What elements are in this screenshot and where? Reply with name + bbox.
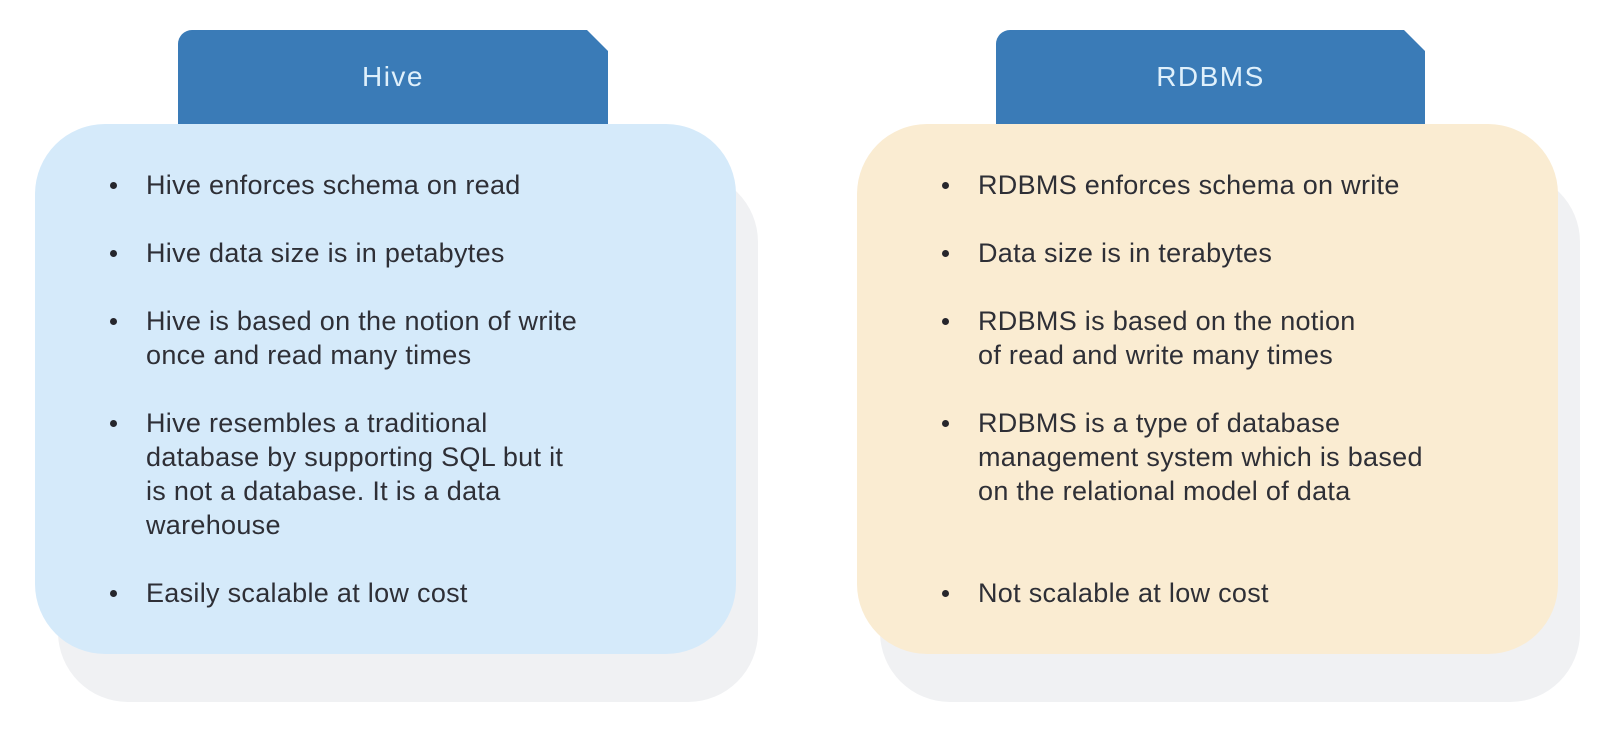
bullet-icon: [942, 182, 949, 189]
rdbms-card-body: RDBMS enforces schema on write Data size…: [857, 124, 1558, 654]
bullet-icon: [942, 250, 949, 257]
bullet-icon: [110, 250, 117, 257]
bullet-list: RDBMS enforces schema on write Data size…: [942, 168, 1528, 610]
list-item: Hive resembles a traditional database by…: [110, 406, 706, 542]
bullet-text: Not scalable at low cost: [978, 578, 1269, 608]
list-item: Hive data size is in petabytes: [110, 236, 706, 270]
bullet-icon: [110, 318, 117, 325]
hive-tab: Hive: [178, 30, 608, 130]
list-item: Easily scalable at low cost: [110, 576, 706, 610]
list-item: Data size is in terabytes: [942, 236, 1528, 270]
list-item: Hive is based on the notion of write onc…: [110, 304, 706, 372]
card-title: RDBMS: [1156, 61, 1265, 92]
hive-card-body: Hive enforces schema on read Hive data s…: [35, 124, 736, 654]
list-item: RDBMS is based on the notion of read and…: [942, 304, 1528, 372]
list-item: RDBMS is a type of database management s…: [942, 406, 1528, 508]
bullet-icon: [110, 420, 117, 427]
bullet-text: Easily scalable at low cost: [146, 578, 468, 608]
bullet-icon: [942, 318, 949, 325]
bullet-icon: [942, 590, 949, 597]
bullet-text: Hive data size is in petabytes: [146, 238, 505, 268]
bullet-icon: [942, 420, 949, 427]
list-item: Not scalable at low cost: [942, 576, 1528, 610]
bullet-text: RDBMS enforces schema on write: [978, 170, 1400, 200]
bullet-list: Hive enforces schema on read Hive data s…: [110, 168, 706, 610]
bullet-icon: [110, 182, 117, 189]
rdbms-tab: RDBMS: [996, 30, 1425, 130]
bullet-text: Hive is based on the notion of write onc…: [146, 306, 578, 370]
bullet-text: Data size is in terabytes: [978, 238, 1273, 268]
bullet-text: RDBMS is a type of database management s…: [978, 408, 1423, 506]
bullet-text: Hive resembles a traditional database by…: [146, 408, 564, 540]
bullet-text: RDBMS is based on the notion of read and…: [978, 306, 1356, 370]
bullet-icon: [110, 590, 117, 597]
bullet-text: Hive enforces schema on read: [146, 170, 521, 200]
list-item: RDBMS enforces schema on write: [942, 168, 1528, 202]
list-item: Hive enforces schema on read: [110, 168, 706, 202]
card-title: Hive: [361, 61, 424, 92]
